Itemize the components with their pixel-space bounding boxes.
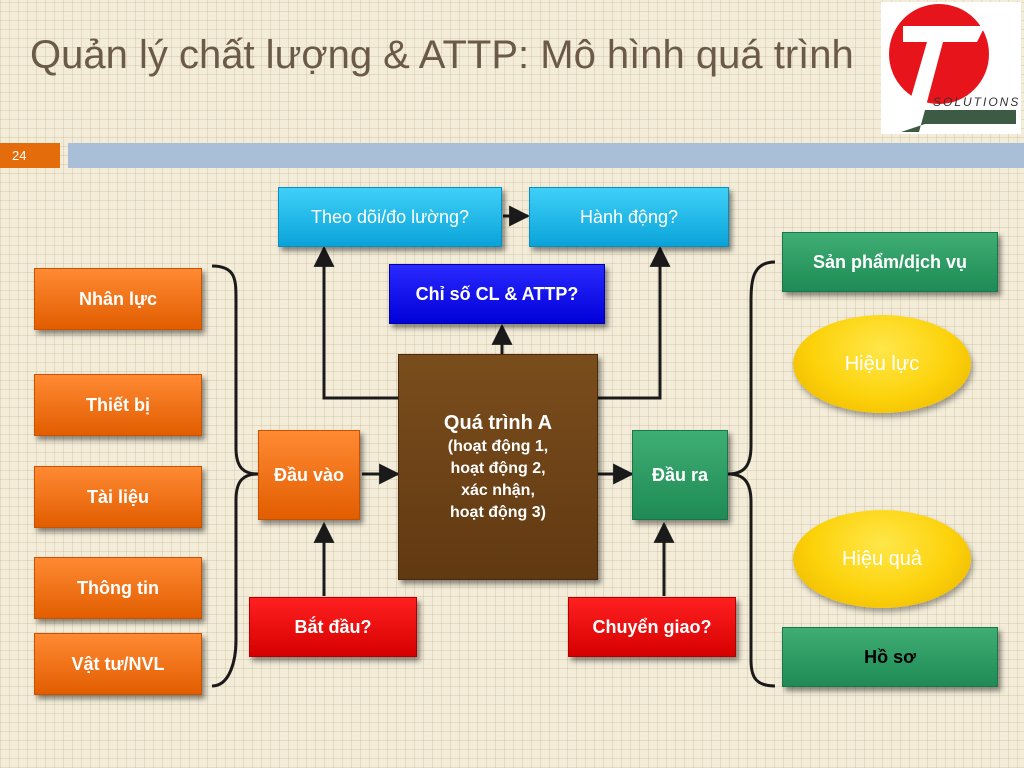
quality-indicator-box: Chỉ số CL & ATTP? (389, 264, 605, 324)
left-bracket (211, 264, 259, 476)
process-activities: (hoạt động 1, hoạt động 2, xác nhận, hoạ… (448, 436, 548, 524)
header-bar (68, 143, 1024, 168)
process-a-box: Quá trình A (hoạt động 1, hoạt động 2, x… (398, 354, 598, 580)
process-title: Quá trình A (443, 412, 553, 434)
process-line: xác nhận, (461, 482, 535, 499)
page-title: Quản lý chất lượng & ATTP: Mô hình quá t… (30, 33, 854, 77)
action-box: Hành động? (529, 187, 729, 247)
slide-number: 24 (0, 143, 60, 168)
process-line: (hoạt động 1, (447, 438, 549, 455)
logo-text: SOLUTIONS (933, 95, 1020, 109)
input-resource-information: Thông tin (34, 557, 202, 619)
logo-graphic: SOLUTIONS (889, 4, 1020, 132)
input-resource-equipment: Thiết bị (34, 374, 202, 436)
input-box: Đầu vào (258, 430, 360, 520)
input-resource-documents: Tài liệu (34, 466, 202, 528)
effectiveness-ellipse: Hiệu lực (793, 315, 971, 413)
monitor-measure-box: Theo dõi/đo lường? (278, 187, 502, 247)
left-bracket-lower (211, 472, 259, 688)
right-bracket-upper (727, 260, 776, 476)
process-line: hoạt động 3) (450, 504, 546, 521)
process-line: hoạt động 2, (450, 460, 546, 477)
records-box: Hồ sơ (782, 627, 998, 687)
handover-box: Chuyển giao? (568, 597, 736, 657)
product-service-box: Sản phẩm/dịch vụ (782, 232, 998, 292)
input-resource-hr: Nhân lực (34, 268, 202, 330)
input-resource-materials: Vật tư/NVL (34, 633, 202, 695)
company-logo: SOLUTIONS (881, 2, 1021, 134)
right-bracket-lower (727, 472, 776, 688)
efficiency-ellipse: Hiệu quả (793, 510, 971, 608)
output-box: Đầu ra (632, 430, 728, 520)
start-box: Bắt đầu? (249, 597, 417, 657)
